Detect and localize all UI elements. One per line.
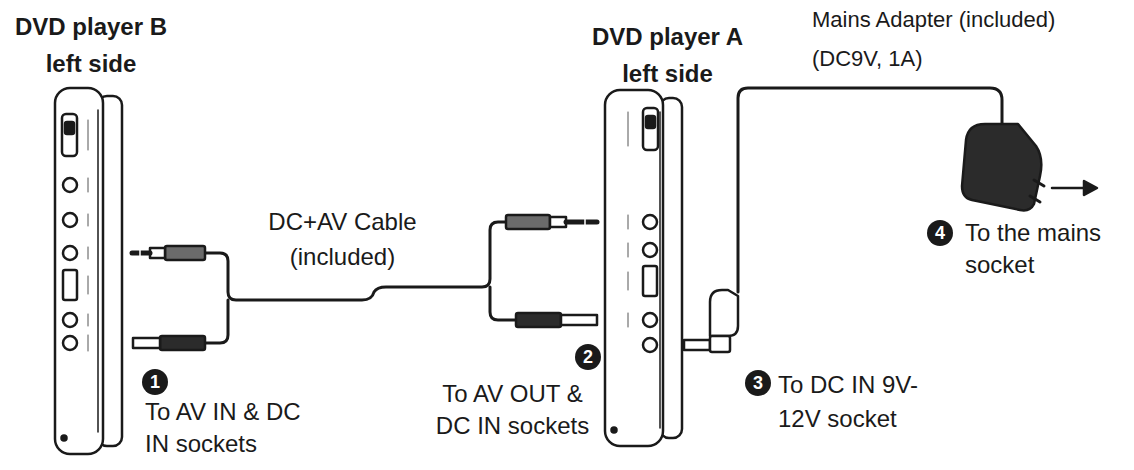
callout-number: 4 [927,220,953,246]
callout-text: To AV IN & DC IN sockets [145,396,315,461]
callout-marker [142,220,953,396]
player-heading: DVD player B left side [0,8,182,82]
dvd-player-b [55,88,122,454]
player-heading: DVD player A left side [575,18,760,92]
callout-number: 3 [745,370,771,396]
cable-label: DC+AV Cable (included) [255,205,430,275]
callout-text: To DC IN 9V-12V socket [778,368,953,435]
dc-av-cable [132,215,597,350]
adapter-label: Mains Adapter (included) [812,5,1055,35]
dvd-player-a [605,90,682,446]
callout-text: To the mains socket [965,217,1125,282]
callout-number: 1 [142,369,168,395]
callout-text: To AV OUT & DC IN sockets [425,378,600,443]
callout-number: 2 [575,344,601,370]
adapter-rating: (DC9V, 1A) [812,44,922,74]
